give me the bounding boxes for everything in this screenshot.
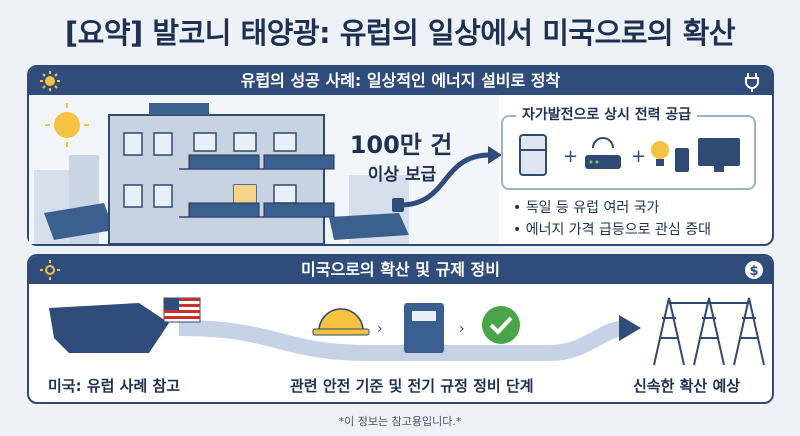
appliances-row: + + <box>519 134 740 176</box>
phone-icon <box>675 148 689 172</box>
svg-text:›: › <box>459 321 465 337</box>
footer-note: *이 정보는 참고용입니다.* <box>338 415 462 428</box>
europe-header: 유럽의 성공 사례: 일상적인 에너지 설비로 정착 <box>29 67 772 95</box>
install-count: 100만 건 <box>349 131 453 159</box>
sun-icon <box>40 260 60 280</box>
usa-header: 미국으로의 확산 및 규제 정비 <box>29 256 772 284</box>
usa-flow-illustration: › › <box>49 297 765 366</box>
us-map-icon <box>49 303 169 353</box>
svg-text:›: › <box>377 321 383 337</box>
caption-regulation: 관련 안전 기준 및 전기 규정 정비 단계 <box>290 377 534 395</box>
refrigerator-icon <box>519 134 547 176</box>
check-icon <box>482 306 520 344</box>
caption-expansion: 신속한 확산 예상 <box>633 377 741 395</box>
plug-icon <box>745 73 759 92</box>
building-illustration <box>29 95 499 244</box>
caption-usa: 미국: 유럽 사례 참고 <box>48 377 181 395</box>
svg-text:$: $ <box>749 264 758 279</box>
bullet-countries: • 독일 등 유럽 여러 국가 <box>513 200 660 216</box>
install-count-label: 이상 보급 <box>367 165 437 185</box>
router-icon <box>585 137 621 169</box>
connection-arrow <box>392 146 502 212</box>
power-tower-icon <box>653 297 765 366</box>
tv-icon <box>698 138 740 172</box>
us-flag-icon <box>163 297 201 323</box>
bullet-energy-price: • 에너지 가격 급등으로 관심 증대 <box>513 222 711 238</box>
sun-icon <box>40 71 60 91</box>
plug-icon <box>392 198 404 212</box>
manual-icon <box>404 303 444 353</box>
lightbulb-icon <box>651 141 669 166</box>
svg-text:+: + <box>563 146 578 167</box>
appliances-box-title: 자가발전으로 상시 전력 공급 <box>516 104 698 124</box>
dollar-icon: $ <box>745 261 763 279</box>
page-title: [요약] 발코니 태양광: 유럽의 일상에서 미국으로의 확산 <box>64 16 736 50</box>
hard-hat-icon <box>312 308 370 336</box>
svg-text:+: + <box>631 146 646 167</box>
